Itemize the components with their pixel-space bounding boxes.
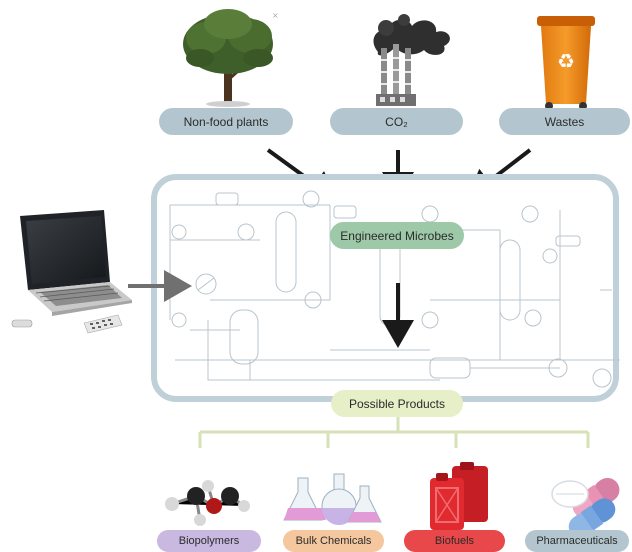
center-label: Engineered Microbes xyxy=(340,228,454,243)
source-pill-plants: Non-food plants xyxy=(159,108,293,135)
output-pill: Possible Products xyxy=(331,390,463,417)
output-label: Possible Products xyxy=(348,396,446,411)
products-bracket xyxy=(198,416,590,448)
product-pill-biopolymers: Biopolymers xyxy=(157,530,261,552)
tree-icon xyxy=(183,9,273,107)
source-pill-wastes: Wastes xyxy=(499,108,630,135)
product-label-bulk-chemicals: Bulk Chemicals xyxy=(295,535,372,547)
close-mark-icon: × xyxy=(272,11,279,20)
molecule-icon xyxy=(165,480,250,526)
product-pill-pharmaceuticals: Pharmaceuticals xyxy=(525,530,629,552)
product-label-biopolymers: Biopolymers xyxy=(178,535,240,547)
source-pill-co2: CO₂ xyxy=(330,108,463,135)
source-label-wastes: Wastes xyxy=(544,114,585,129)
center-pill: Engineered Microbes xyxy=(330,222,464,249)
fuel-canister-icon xyxy=(430,462,488,530)
svg-text:♻: ♻ xyxy=(557,49,575,73)
product-label-pharmaceuticals: Pharmaceuticals xyxy=(536,535,618,547)
flasks-icon xyxy=(283,473,382,525)
laptop-icon xyxy=(11,210,132,334)
source-label-plants: Non-food plants xyxy=(183,114,269,129)
product-label-biofuels: Biofuels xyxy=(434,535,475,547)
factory-icon xyxy=(373,14,450,106)
recycling-bin-icon: ♻ xyxy=(537,16,595,110)
product-pill-biofuels: Biofuels xyxy=(404,530,505,552)
source-label-co2: CO₂ xyxy=(385,114,408,129)
process-frame xyxy=(151,174,619,402)
product-pill-bulk-chemicals: Bulk Chemicals xyxy=(283,530,384,552)
